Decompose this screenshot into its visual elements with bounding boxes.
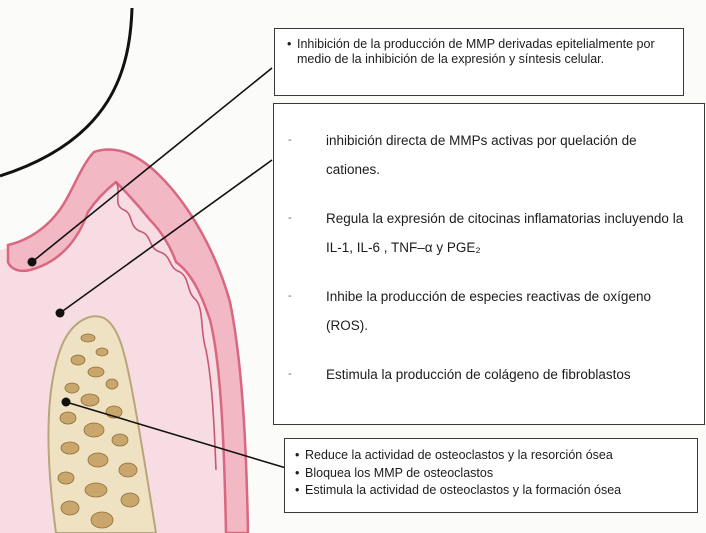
- list-item: - inhibición directa de MMPs activas por…: [288, 126, 690, 184]
- bullet-icon: •: [295, 465, 305, 483]
- connective-effect-text: inhibición directa de MMPs activas por q…: [326, 126, 690, 184]
- list-item: • Reduce la actividad de osteoclastos y …: [295, 447, 687, 465]
- bullet-icon: •: [295, 447, 305, 465]
- bone-effects-box: • Reduce la actividad de osteoclastos y …: [284, 438, 698, 513]
- epithelium-effects-box: • Inhibición de la producción de MMP der…: [274, 28, 684, 96]
- connective-effect-text: Estimula la producción de colágeno de fi…: [326, 360, 690, 389]
- list-item: • Inhibición de la producción de MMP der…: [287, 37, 671, 67]
- epithelium-effect-text: Inhibición de la producción de MMP deriv…: [297, 37, 671, 67]
- bullet-icon: •: [295, 482, 305, 500]
- leader-dot-epithelium: [28, 258, 37, 267]
- connective-tissue-effects-box: - inhibición directa de MMPs activas por…: [273, 103, 705, 425]
- connective-effect-text: Inhibe la producción de especies reactiv…: [326, 282, 690, 340]
- dash-icon: -: [288, 360, 326, 389]
- connective-effect-text: Regula la expresión de citocinas inflama…: [326, 204, 690, 262]
- list-item: • Bloquea los MMP de osteoclastos: [295, 465, 687, 483]
- bone-effect-text: Reduce la actividad de osteoclastos y la…: [305, 447, 613, 465]
- bone-effect-text: Bloquea los MMP de osteoclastos: [305, 465, 493, 483]
- list-item: - Regula la expresión de citocinas infla…: [288, 204, 690, 262]
- dash-icon: -: [288, 126, 326, 184]
- leader-dot-connective: [56, 309, 65, 318]
- dash-icon: -: [288, 282, 326, 340]
- list-item: • Estimula la actividad de osteoclastos …: [295, 482, 687, 500]
- dash-icon: -: [288, 204, 326, 262]
- list-item: - Inhibe la producción de especies react…: [288, 282, 690, 340]
- leader-dot-bone: [62, 398, 71, 407]
- bone-effect-text: Estimula la actividad de osteoclastos y …: [305, 482, 621, 500]
- bullet-icon: •: [287, 37, 297, 67]
- list-item: - Estimula la producción de colágeno de …: [288, 360, 690, 389]
